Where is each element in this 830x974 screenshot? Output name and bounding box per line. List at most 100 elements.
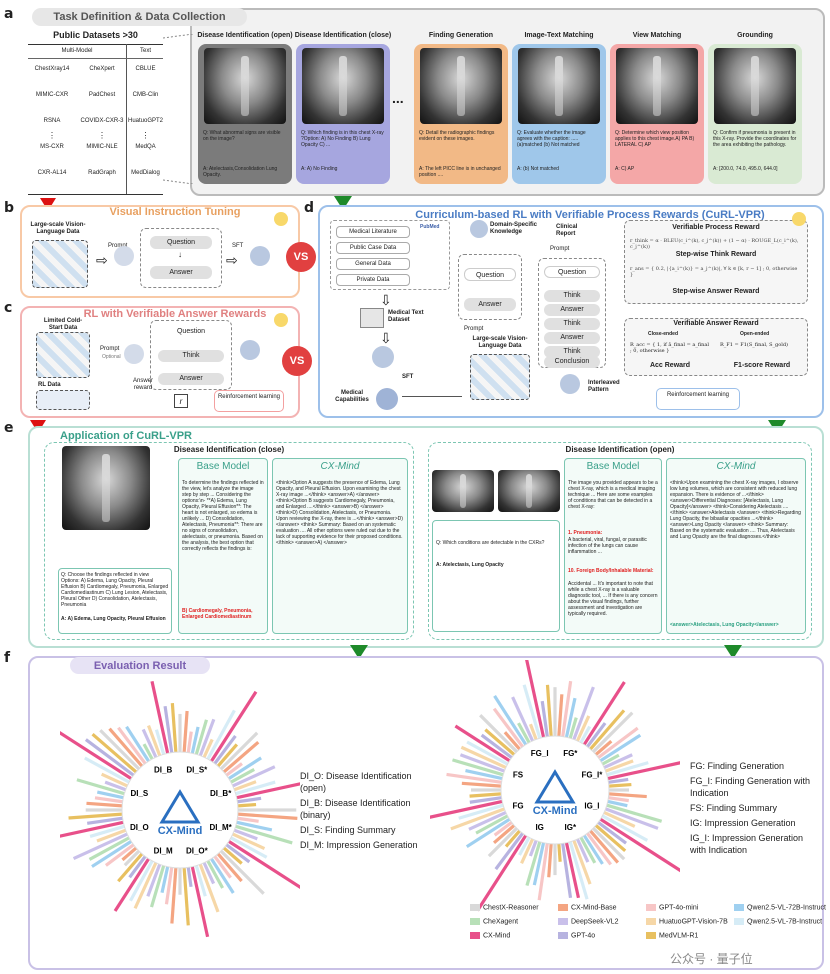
radial-bar [469,796,502,804]
radial-bar [206,860,224,889]
qa-box-b [140,228,222,288]
open-ended-label: Open-ended [740,331,770,337]
radial-bar [123,849,141,867]
radial-bar [222,740,260,774]
legend-entry: FG_I: Finding Generation with Indication [690,776,811,798]
radial-bar [579,836,597,864]
radial-bar [68,812,123,820]
radial-bar [608,782,632,788]
conclusion-chip: Conclusion [544,356,600,368]
open-qa-box [432,520,560,632]
radial-bar [430,799,503,819]
arrow-right-b1: ⇨ [96,252,108,268]
radial-bar [572,840,592,885]
task-title: Disease Identification (open) [197,32,293,39]
radial-bar [592,711,634,753]
source-chip: Medical Literature [336,226,410,238]
radial-bar [461,781,502,788]
legend-entry: FS: Finding Summary [690,803,778,813]
open-base-text2: A bacterial, viral, fungal, or parasitic… [568,537,647,555]
source-chip: Private Data [336,274,410,286]
panel-letter-a: a [4,6,14,22]
radial-bar [100,772,128,788]
radial-group-label: DI_O [130,823,149,832]
radial-bar [233,780,257,792]
radial-bar [525,841,542,886]
radial-bar [568,841,589,900]
radial-bar [206,709,236,760]
legend-entry: DI_M: Impression Generation [300,840,418,850]
emoji-icon-b [274,212,288,226]
question-chip-c: Question [158,326,224,338]
arrow-down-d1: ⇩ [380,292,392,308]
task-question: Q: Evaluate whether the image agrees wit… [517,130,586,148]
radial-bar [91,733,138,774]
radial-bar [198,863,220,913]
close-cx-title: CX-Mind [320,461,360,472]
radial-bar [121,846,138,862]
table-rule-top [28,44,163,45]
open-base-text3: Accidental ... It's important to note th… [568,581,658,617]
radial-bar [504,829,521,848]
source-chip: General Data [336,258,410,270]
question-chip-d: Question [464,268,516,281]
model-swatch [734,918,744,925]
radial-bar [170,702,178,753]
vpr-box [624,220,808,304]
task-title: Disease Identification (close) [294,32,392,39]
radial-group-label: DI_S [130,789,148,798]
panel-f-title-pill [70,657,210,674]
step-think-label: Step-wise Think Reward [675,251,757,258]
radial-bar [557,843,562,862]
vs-icon-c: VS [282,346,312,376]
formula-f1: R_F1 = F1(S_final, S_gold) [720,342,789,348]
model-name: DeepSeek-VL2 [571,918,619,926]
radial-bar [465,768,503,781]
radial-group-label: DI_S* [186,765,208,774]
think-chip-d2: Think [544,318,600,330]
radial-bar [213,735,237,765]
radial-bar [117,726,147,765]
cx-mind-logo-icon [159,789,201,824]
task-ellipsis: ... [392,90,404,106]
col-multimodel: Multi-Model [61,48,93,54]
emoji-icon-d [792,212,806,226]
radial-bar [597,821,628,845]
model-name: Qwen2.5-VL-72B-Instruct [747,904,826,912]
radial-bar [460,745,507,770]
think-chip-d3: Think [544,346,600,358]
answer-chip-d2: Answer [544,304,600,316]
radial-bar [91,840,133,868]
cx-mind-logo-text: CX-Mind [158,825,203,837]
legend-entry: DI_B: Disease Identification (binary) [300,798,411,820]
radial-bar [104,843,135,867]
panel-letter-e: e [4,420,14,436]
question-chip-b: Question [150,236,212,249]
radial-bar [232,765,276,788]
model-name: GPT-4o-mini [659,904,699,912]
think-chip-d1: Think [544,290,600,302]
radial-bar [503,731,521,751]
dataset-cell: MIMIC-NLE [86,144,118,150]
formula-answer: r_ans = { 0.2, |{a_i^(k)} = a_j^(k)|, ∀ … [630,266,798,278]
radial-bar [606,803,663,823]
close-cx-text: <think>Option A suggests the presence of… [276,480,403,546]
domain-knowledge-label: Domain-Specific Knowledge [490,222,538,235]
dataset-cell: ChestXray14 [34,66,70,72]
radial-bar [142,743,154,760]
radial-bar [96,828,127,843]
radial-bar [540,700,549,737]
radial-group-label: DI_B [154,765,172,774]
model-swatch [558,932,568,939]
radial-group-label: FG* [563,749,578,758]
radial-bar [96,790,124,800]
answer-chip-b: Answer [150,266,212,279]
emoji-icon-c [274,313,288,327]
legend-entry: DI_O: Disease Identification (open) [300,771,412,793]
radial-bar [160,866,170,894]
open-base-text: The image you provided appears to be a c… [568,480,658,510]
radial-bar [227,840,300,890]
open-base-red1: 1. Pneumonia: [568,530,603,536]
radial-bar [579,725,592,744]
open-cx-box [666,458,806,634]
